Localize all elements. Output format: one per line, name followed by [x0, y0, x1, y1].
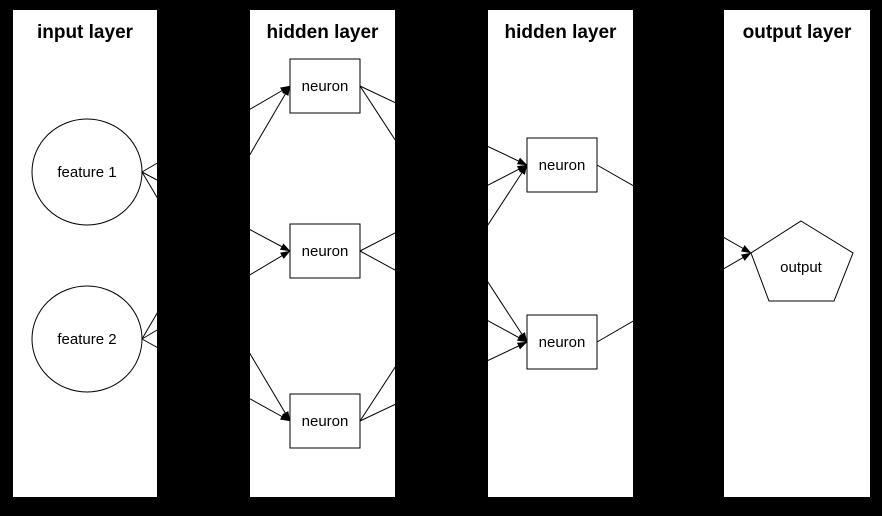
node-label-neuron5: neuron: [539, 334, 586, 351]
panel-title-hidden1: hidden layer: [267, 22, 380, 43]
layer-nodes: feature 1 feature 2 neuron neuron neuron neur…: [31, 58, 854, 449]
node-label-feature1: feature 1: [57, 164, 116, 181]
panel-input: [13, 10, 157, 497]
node-label-feature2: feature 2: [57, 331, 116, 348]
node-label-neuron3: neuron: [302, 413, 349, 430]
node-feature1: [31, 118, 143, 226]
node-neuron1: [289, 58, 361, 114]
node-label-neuron2: neuron: [302, 243, 349, 260]
node-neuron4: [526, 137, 598, 193]
node-label-output1: output: [780, 259, 823, 276]
panel-title-input: input layer: [37, 22, 134, 43]
node-label-neuron1: neuron: [302, 78, 349, 95]
node-label-neuron4: neuron: [539, 157, 586, 174]
panel-title-output: output layer: [743, 22, 852, 43]
node-neuron3: [289, 393, 361, 449]
node-neuron5: [526, 314, 598, 370]
node-neuron2: [289, 223, 361, 279]
node-output1: [750, 220, 854, 302]
panel-hidden2: [488, 10, 633, 497]
panel-title-hidden2: hidden layer: [505, 22, 618, 43]
node-feature2: [31, 285, 143, 393]
